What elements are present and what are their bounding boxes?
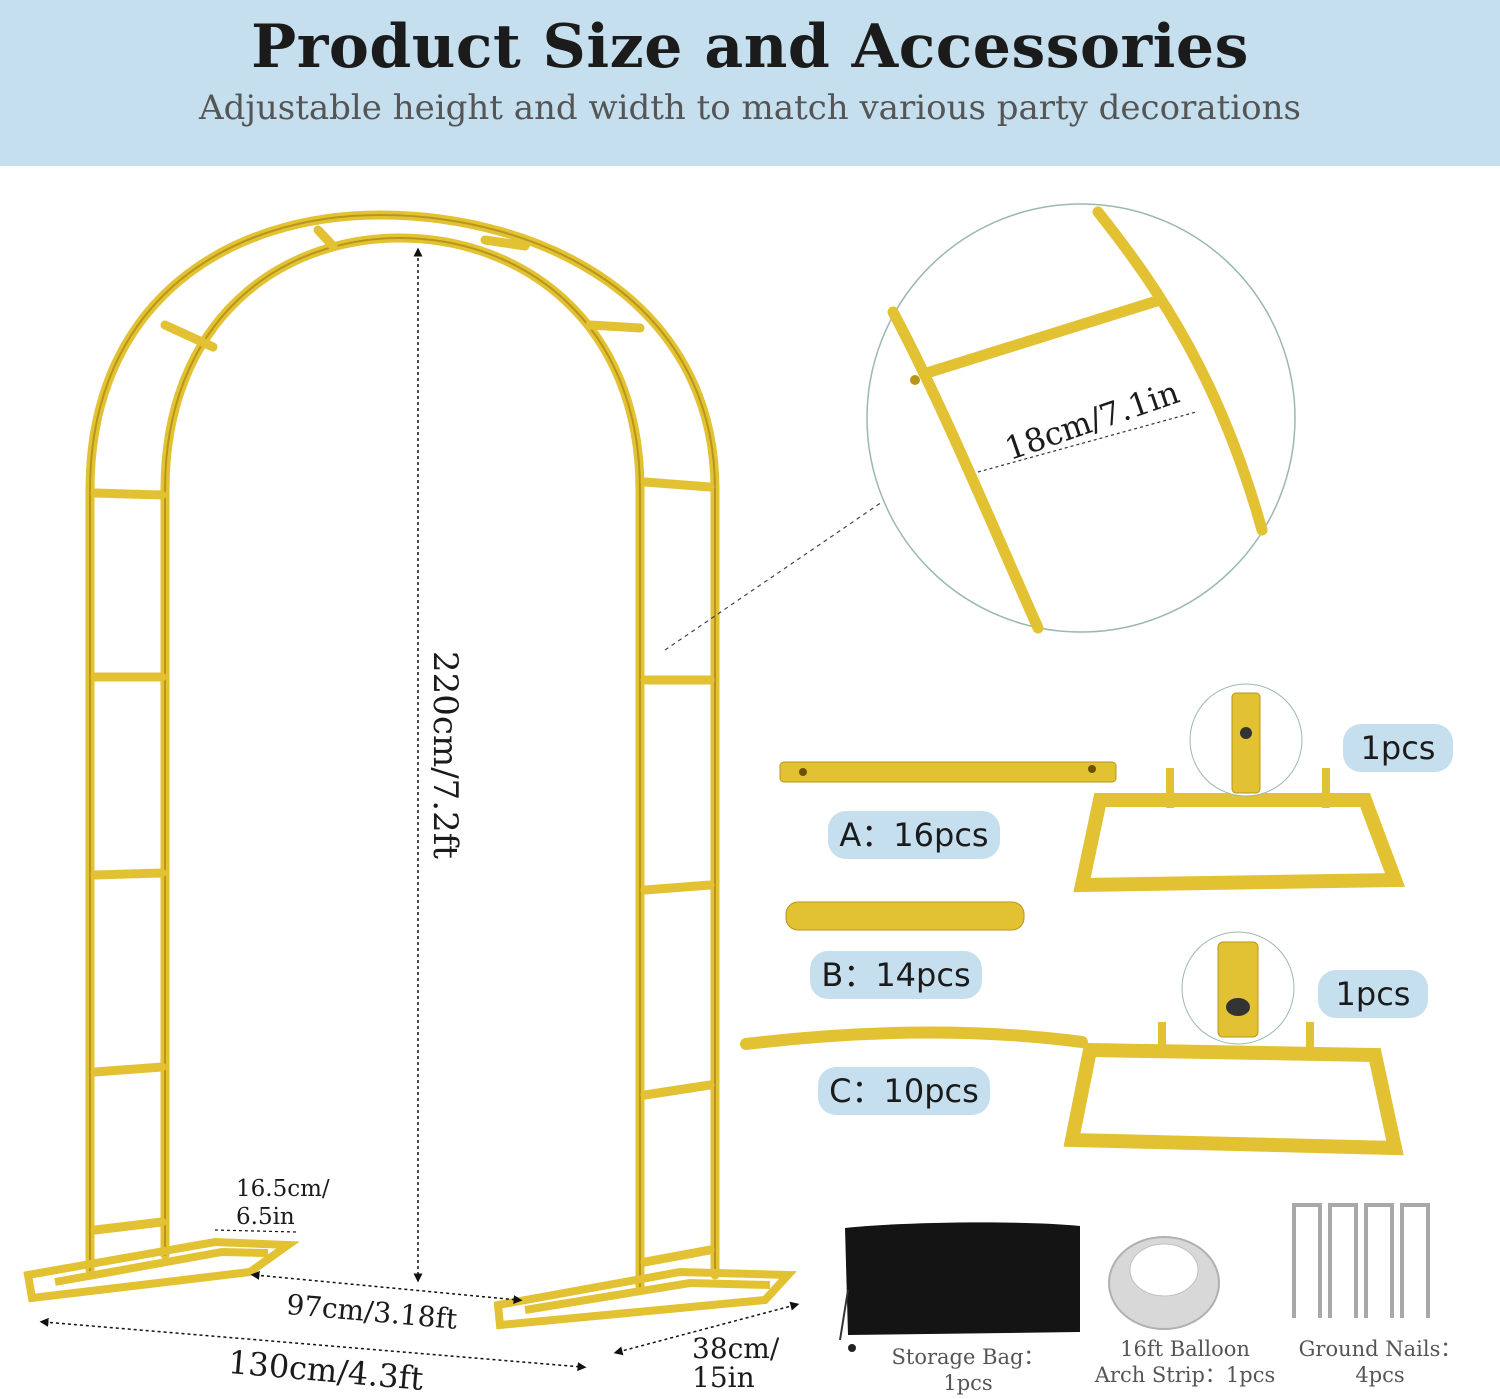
storage-bag-caption: Storage Bag： 1pcs (868, 1344, 1068, 1396)
part-a-label: A：16pcs (828, 811, 1000, 859)
balloon-strip-caption-line2: Arch Strip：1pcs (1094, 1363, 1276, 1387)
storage-bag (839, 1222, 1080, 1352)
depth-label-1: 38cm/ (692, 1332, 780, 1365)
base-piece-bottom (1063, 931, 1404, 1156)
balloon-strip-caption: 16ft Balloon Arch Strip：1pcs (1085, 1336, 1285, 1388)
page-title: Product Size and Accessories (251, 12, 1249, 82)
base-width-label-2: 6.5in (236, 1204, 295, 1230)
base-width-dimension-line (214, 1229, 297, 1233)
base-bottom-count: 1pcs (1318, 970, 1428, 1018)
part-a-tube (779, 761, 1117, 783)
ground-nails-caption-line1: Ground Nails： (1298, 1337, 1462, 1361)
zoom-detail-circle (866, 203, 1296, 633)
part-c-label: C：10pcs (818, 1067, 990, 1115)
part-c-curved-tube (740, 1026, 1088, 1050)
part-b-tube (785, 901, 1025, 931)
depth-dimension-line (613, 1301, 800, 1356)
page-subtitle: Adjustable height and width to match var… (199, 88, 1301, 128)
part-b-label: B：14pcs (810, 951, 982, 999)
ground-nails-caption: Ground Nails： 4pcs (1280, 1336, 1480, 1388)
height-label: 220cm/7.2ft (425, 651, 465, 859)
base-piece-top (1073, 683, 1406, 893)
inner-width-dimension-line (250, 1270, 523, 1305)
zoom-detail-rungs (887, 206, 1268, 634)
zoom-callout-line (664, 499, 886, 651)
header-banner: Product Size and Accessories Adjustable … (0, 0, 1500, 166)
rung-spacing-line (977, 411, 1197, 473)
arch-frame (85, 210, 720, 1295)
depth-label-2: 15in (692, 1361, 755, 1394)
storage-bag-caption-line2: 1pcs (943, 1371, 993, 1395)
balloon-strip-caption-line1: 16ft Balloon (1120, 1337, 1250, 1361)
ground-nails (1292, 1203, 1430, 1318)
base-top-count: 1pcs (1343, 724, 1453, 772)
balloon-arch-strip (1108, 1236, 1220, 1330)
ground-nails-caption-line2: 4pcs (1355, 1363, 1405, 1387)
storage-bag-caption-line1: Storage Bag： (891, 1345, 1045, 1369)
base-width-label-1: 16.5cm/ (236, 1176, 330, 1202)
